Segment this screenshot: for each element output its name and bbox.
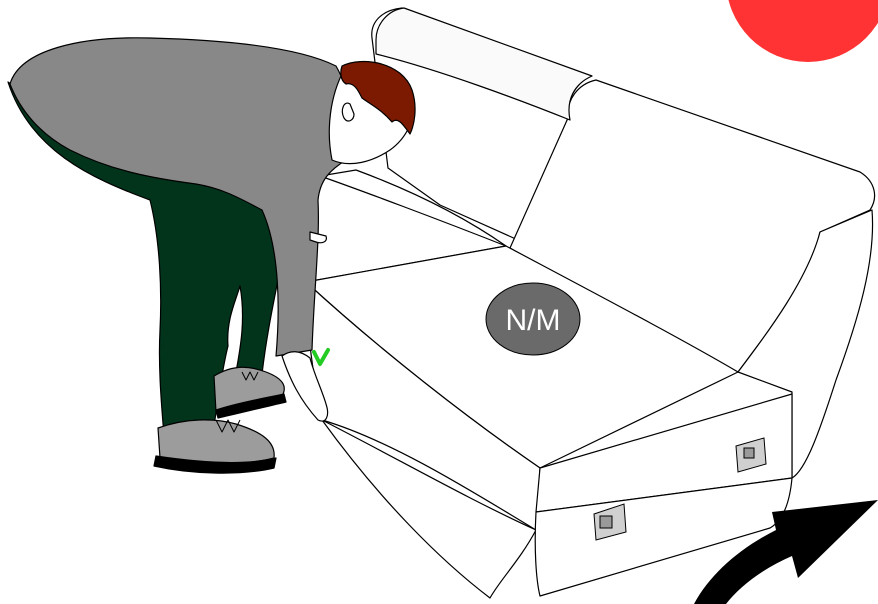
person-hair <box>340 60 416 135</box>
red-warning-circle-icon <box>728 0 878 62</box>
green-check-icon <box>312 348 330 366</box>
nm-badge-circle <box>485 282 581 356</box>
sofa-side-panel <box>737 209 874 479</box>
person-lifting <box>7 37 416 474</box>
sofa-bottom-rail <box>534 477 793 597</box>
person-hand <box>281 351 329 422</box>
sofa-seam-line <box>319 175 507 247</box>
metal-bracket-icon <box>593 437 767 541</box>
person-shirt <box>9 37 351 357</box>
sofa <box>305 7 876 599</box>
person-hand-left <box>309 231 327 244</box>
person-shoes <box>153 366 287 474</box>
person-ear <box>341 102 355 122</box>
lift-direction-arrow-icon <box>694 500 878 604</box>
nm-badge-label: N/M <box>506 304 561 337</box>
sofa-headrest <box>375 7 593 121</box>
nm-badge: N/M <box>485 282 581 356</box>
sofa-bottom-frame <box>321 419 537 599</box>
